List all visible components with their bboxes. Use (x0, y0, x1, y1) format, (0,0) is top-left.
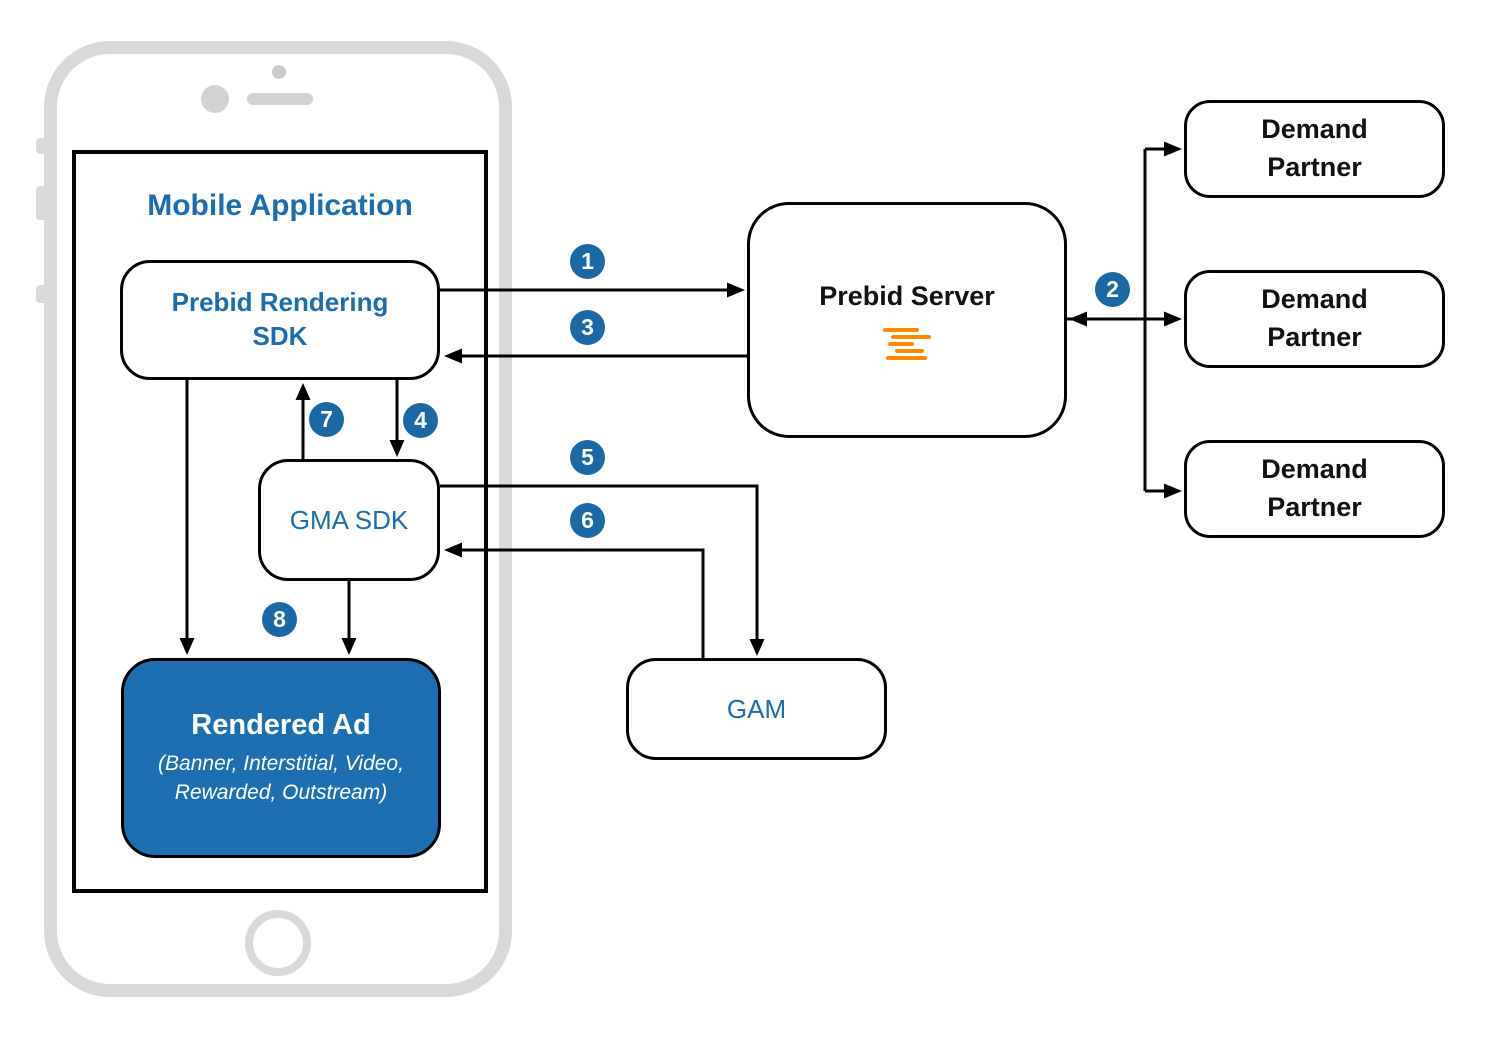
proximity-sensor-icon (272, 65, 286, 79)
step-badge-8: 8 (262, 602, 297, 637)
step-badge-7: 7 (309, 402, 344, 437)
rendered-ad-subtitle-line1: (Banner, Interstitial, Video, (158, 751, 404, 775)
speaker-icon (247, 93, 313, 105)
prebid-rendering-sdk-label-line1: Prebid Rendering (171, 287, 389, 318)
demand-partner-2-line2: Partner (1267, 322, 1362, 352)
demand-partner-2-line1: Demand (1261, 284, 1368, 315)
node-demand-partner-3: Demand Partner (1184, 440, 1445, 538)
node-prebid-server: Prebid Server (747, 202, 1067, 438)
step-badge-1: 1 (570, 244, 605, 279)
step-badge-4: 4 (403, 403, 438, 438)
demand-partner-1-line1: Demand (1261, 114, 1368, 145)
gma-sdk-label: GMA SDK (289, 504, 409, 535)
rendered-ad-subtitle: (Banner, Interstitial, Video, Rewarded, … (158, 749, 404, 808)
rendered-ad-subtitle-line2: Rewarded, Outstream) (174, 781, 388, 804)
step-badge-6: 6 (570, 503, 605, 538)
step-badge-3: 3 (570, 310, 605, 345)
gam-label: GAM (726, 693, 787, 724)
arrow-step-2 (1067, 141, 1182, 499)
node-rendered-ad: Rendered Ad (Banner, Interstitial, Video… (121, 658, 441, 858)
prebid-server-label: Prebid Server (819, 280, 995, 311)
demand-partner-3-line1: Demand (1261, 454, 1368, 485)
front-camera-icon (201, 85, 229, 113)
node-gam: GAM (626, 658, 887, 760)
step-badge-2: 2 (1095, 272, 1130, 307)
node-demand-partner-2: Demand Partner (1184, 270, 1445, 368)
demand-partner-3-line2: Partner (1267, 492, 1362, 522)
node-demand-partner-1: Demand Partner (1184, 100, 1445, 198)
node-gma-sdk: GMA SDK (258, 459, 440, 581)
rendered-ad-title: Rendered Ad (191, 708, 371, 741)
home-button-icon (245, 910, 311, 976)
mobile-application-title: Mobile Application (147, 189, 413, 222)
prebid-speed-lines-icon (883, 327, 931, 360)
demand-partner-1-line2: Partner (1267, 152, 1362, 182)
prebid-rendering-sdk-label-line2: SDK (252, 321, 308, 351)
node-prebid-rendering-sdk: Prebid Rendering SDK (120, 260, 440, 380)
step-badge-5: 5 (570, 440, 605, 475)
